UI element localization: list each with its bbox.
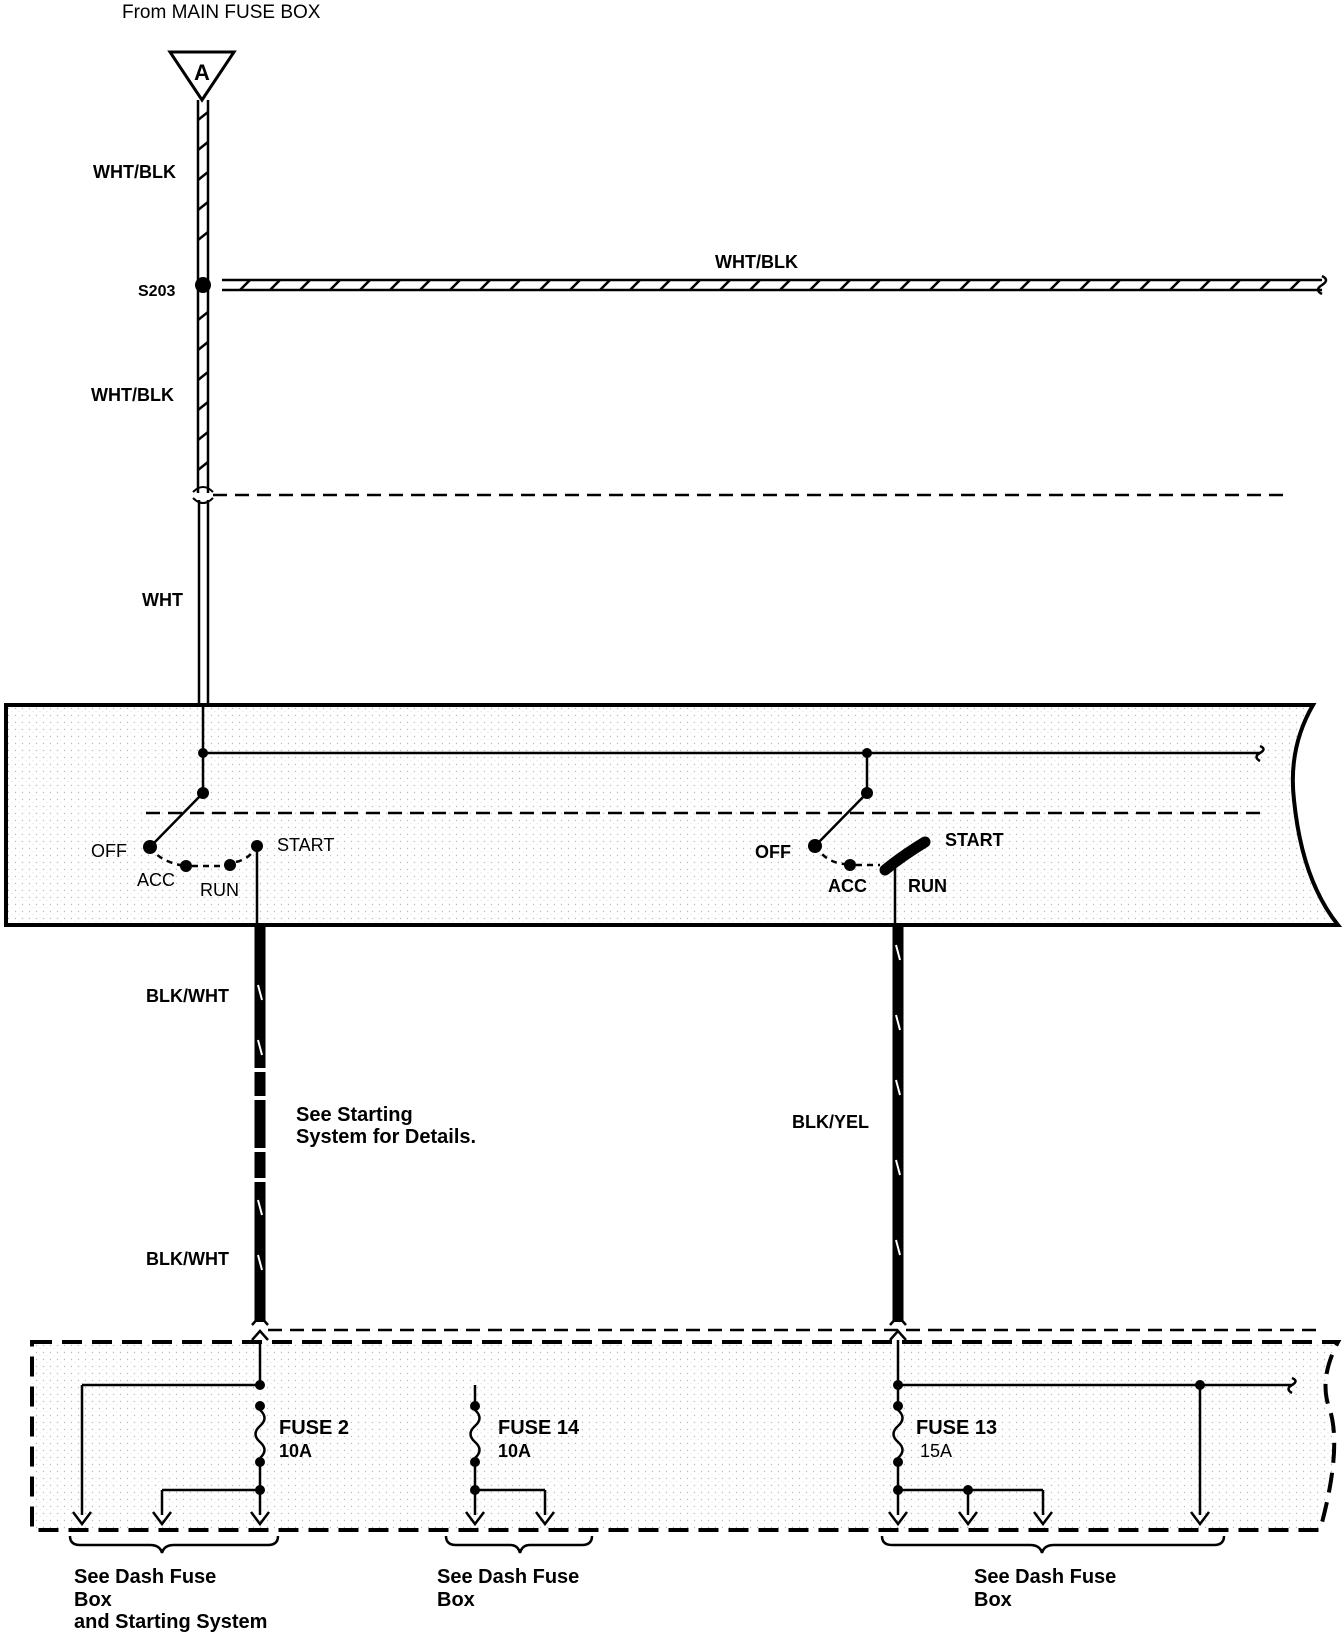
ignition-switch-internals bbox=[143, 705, 1265, 925]
switch-left-start: START bbox=[277, 835, 334, 855]
source-label: From MAIN FUSE BOX bbox=[122, 2, 321, 23]
note-line2: System for Details. bbox=[296, 1126, 476, 1148]
wire-label-lower: WHT bbox=[142, 590, 183, 610]
fuse-box-circuits bbox=[80, 1340, 1297, 1515]
reference-1-line1: See Dash Fuse bbox=[74, 1566, 216, 1588]
wire-wht-blk-vertical bbox=[196, 100, 210, 493]
connector-a-label: A bbox=[194, 60, 210, 85]
reference-1-line3: and Starting System bbox=[74, 1611, 267, 1633]
fuse-14-name: FUSE 14 bbox=[498, 1417, 580, 1439]
fuse-13-rating: 15A bbox=[920, 1441, 952, 1461]
dash-fuse-connector bbox=[251, 1314, 1318, 1341]
fuse-2-rating: 10A bbox=[279, 1441, 312, 1461]
wire-wht-blk-horizontal bbox=[222, 274, 1328, 296]
connector-a-icon bbox=[167, 50, 237, 103]
reference-braces bbox=[68, 1535, 1226, 1554]
connector-break-icon bbox=[192, 486, 214, 504]
fuse-2-name: FUSE 2 bbox=[279, 1417, 349, 1439]
dash-fuse-box bbox=[30, 1340, 1342, 1532]
wire-label-run: BLK/YEL bbox=[792, 1112, 869, 1132]
switch-right-acc: ACC bbox=[828, 876, 867, 896]
reference-1-line2: Box bbox=[74, 1589, 112, 1611]
splice-label: S203 bbox=[138, 283, 175, 300]
wire-wht bbox=[197, 500, 210, 705]
switch-right-run: RUN bbox=[908, 876, 947, 896]
switch-left-off: OFF bbox=[91, 841, 127, 861]
fuse-14-rating: 10A bbox=[498, 1441, 531, 1461]
switch-right-start: START bbox=[945, 830, 1004, 850]
fuse-box-nodes bbox=[255, 1380, 1205, 1495]
switch-left-run: RUN bbox=[200, 880, 239, 900]
wire-label-start-top: BLK/WHT bbox=[146, 986, 229, 1006]
reference-2-line1: See Dash Fuse bbox=[437, 1566, 579, 1588]
reference-3-line1: See Dash Fuse bbox=[974, 1566, 1116, 1588]
wire-label-upper2: WHT/BLK bbox=[91, 385, 174, 405]
note-line1: See Starting bbox=[296, 1104, 413, 1126]
reference-3-line2: Box bbox=[974, 1589, 1012, 1611]
switch-right-off: OFF bbox=[755, 842, 791, 862]
wire-label-branch: WHT/BLK bbox=[715, 252, 798, 272]
fuse-13-name: FUSE 13 bbox=[916, 1417, 997, 1439]
fuse-box-output-arrows bbox=[72, 1511, 1210, 1527]
ignition-switch-body bbox=[4, 703, 1343, 927]
wire-label-upper1: WHT/BLK bbox=[93, 162, 176, 182]
wire-blk-yel bbox=[892, 927, 904, 1322]
splice-s203-icon bbox=[195, 277, 211, 293]
wire-label-start-bottom: BLK/WHT bbox=[146, 1249, 229, 1269]
switch-left-acc: ACC bbox=[137, 870, 175, 890]
reference-2-line2: Box bbox=[437, 1589, 475, 1611]
wire-blk-wht bbox=[254, 927, 266, 1322]
